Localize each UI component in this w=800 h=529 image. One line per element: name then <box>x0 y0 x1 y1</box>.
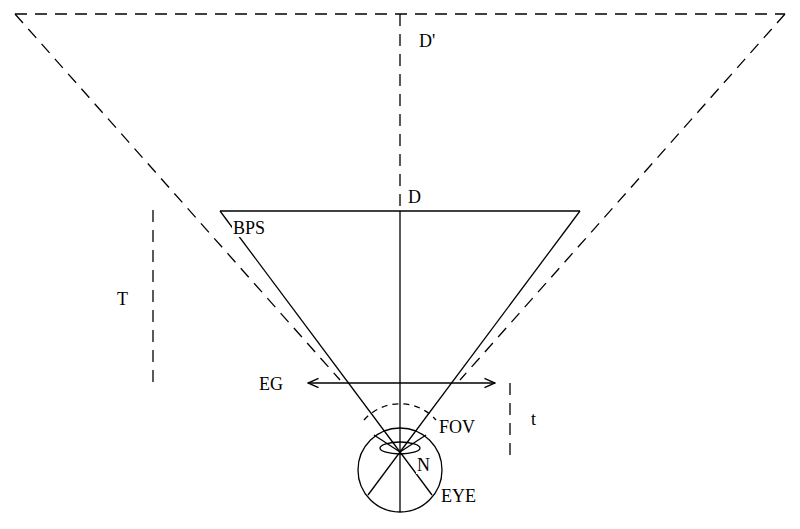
virtual-ray-right <box>460 14 785 380</box>
eyeglass-arrow <box>308 382 495 383</box>
dimension-label: t <box>530 410 537 428</box>
part-label: EG <box>258 375 284 393</box>
virtual-ray-left <box>15 14 340 380</box>
bps-ray-right <box>400 211 580 452</box>
eye-ball <box>358 428 442 512</box>
plane-label: D' <box>418 32 436 50</box>
eye-lens <box>380 442 420 454</box>
ray-in-eye <box>400 452 432 495</box>
optical-axis <box>399 211 400 512</box>
point-label: N <box>416 456 431 474</box>
plane-label: D <box>407 188 422 206</box>
part-label: EYE <box>440 487 477 505</box>
dimension-label: T <box>116 290 129 308</box>
bps-ray-left <box>220 211 400 452</box>
dimension-line <box>152 210 153 385</box>
ray-in-eye <box>368 452 400 495</box>
dimension-line <box>509 383 510 455</box>
fov-arc <box>364 404 436 420</box>
part-label: BPS <box>232 219 266 237</box>
axis-dashed <box>399 14 400 210</box>
angle-label: FOV <box>438 418 476 436</box>
